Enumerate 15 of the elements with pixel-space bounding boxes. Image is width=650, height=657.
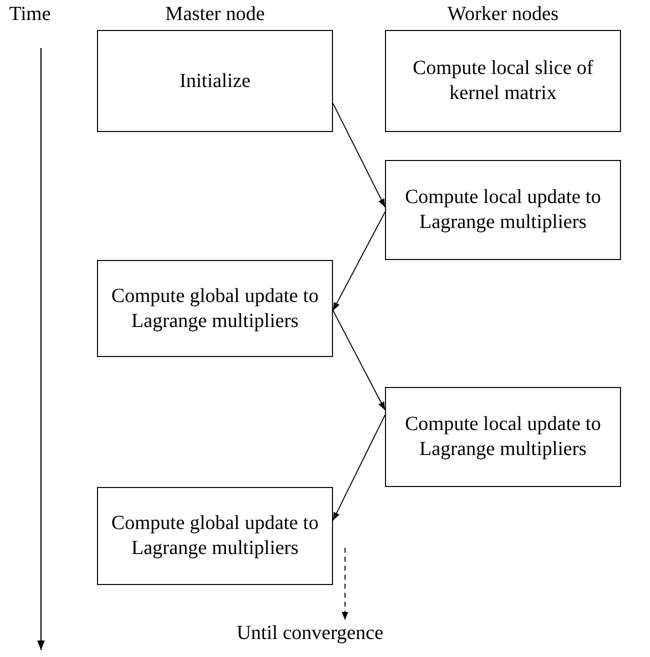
column-heading: Master node	[164, 2, 266, 26]
process-box: Compute local slice of kernel matrix	[385, 30, 621, 132]
end-label: Until convergence	[225, 620, 395, 646]
process-box: Compute local update to Lagrange multipliers	[385, 160, 621, 260]
arrow	[332, 310, 386, 410]
process-box: Compute global update to Lagrange multipliers	[97, 260, 333, 357]
arrow	[342, 547, 348, 620]
arrow	[332, 102, 386, 208]
column-heading: Worker nodes	[446, 2, 560, 26]
arrow	[332, 212, 386, 311]
process-box: Compute global update to Lagrange multipliers	[97, 487, 333, 585]
arrow	[332, 414, 386, 521]
process-box: Initialize	[97, 30, 333, 132]
column-heading: Time	[8, 2, 52, 26]
process-box: Compute local update to Lagrange multipliers	[385, 387, 621, 487]
